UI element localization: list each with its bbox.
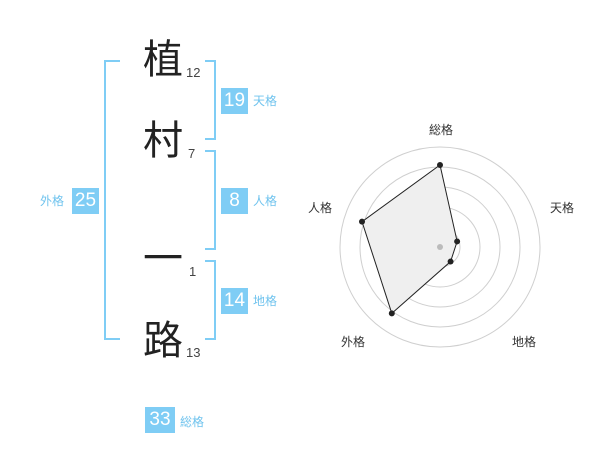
tenkaku-score: 19 (221, 88, 248, 114)
gaikaku-bracket (104, 60, 120, 340)
jinkaku-label: 人格 (253, 194, 278, 208)
stroke-count-1: 12 (186, 65, 201, 80)
name-char-1: 植 (143, 37, 183, 83)
gaikaku-score: 25 (72, 188, 99, 214)
radar-axis-label-gaikaku: 外格 (341, 334, 365, 349)
radar-point-3 (447, 258, 454, 265)
stroke-count-3: 1 (189, 264, 197, 279)
radar-center-dot (437, 244, 443, 250)
radar-point-5 (359, 218, 366, 225)
chikaku-score: 14 (221, 288, 248, 314)
radar-axis-label-tenkaku: 天格 (550, 200, 574, 215)
stroke-count-2: 7 (188, 146, 196, 161)
jinkaku-bracket (205, 150, 216, 250)
soukaku-label: 総格 (180, 415, 205, 429)
radar-point-4 (388, 310, 395, 317)
name-char-3: 一 (143, 236, 183, 282)
tenkaku-label: 天格 (253, 94, 278, 108)
radar-axis-label-jinkaku: 人格 (308, 200, 332, 215)
chikaku-label: 地格 (253, 294, 278, 308)
gaikaku-label: 外格 (40, 194, 65, 208)
stroke-count-4: 13 (186, 345, 201, 360)
tenkaku-bracket (205, 60, 216, 140)
radar-data-points (359, 162, 461, 317)
radar-point-2 (454, 238, 461, 245)
name-char-2: 村 (143, 118, 183, 164)
fortune-radar-chart: 総格 天格 地格 外格 人格 (308, 122, 574, 349)
radar-axis-label-soukaku: 総格 (429, 122, 453, 137)
jinkaku-score: 8 (221, 188, 248, 214)
chikaku-bracket (205, 260, 216, 340)
soukaku-score: 33 (145, 407, 175, 433)
radar-point-1 (437, 162, 443, 168)
radar-data-polygon (361, 164, 458, 315)
radar-grid-ring (339, 146, 541, 348)
name-char-4: 路 (143, 318, 183, 364)
radar-axis-label-chikaku: 地格 (512, 334, 536, 349)
